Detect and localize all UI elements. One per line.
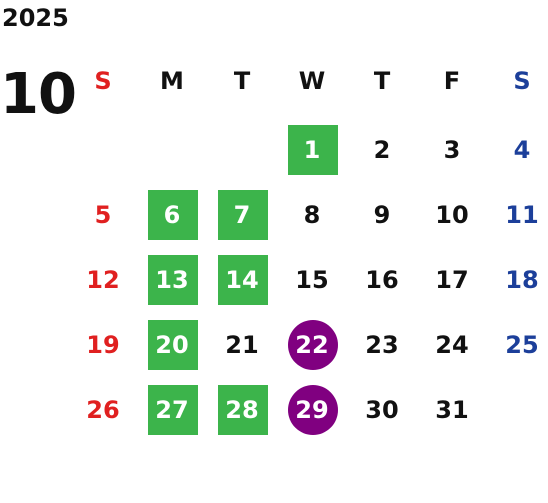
weekday-header-thu: T [373, 67, 391, 95]
day-cell-24[interactable]: 24 [422, 320, 482, 370]
day-number: 28 [225, 396, 259, 424]
day-cell-27[interactable]: 27 [142, 385, 202, 435]
day-number: 1 [303, 136, 321, 164]
day-number: 9 [373, 201, 391, 229]
weekday-header-wed: W [298, 67, 326, 95]
day-number: 27 [155, 396, 189, 424]
day-cell-28[interactable]: 28 [212, 385, 272, 435]
day-cell-16[interactable]: 16 [352, 255, 412, 305]
day-number: 16 [365, 266, 399, 294]
green-highlight [148, 385, 198, 435]
day-cell-13[interactable]: 13 [142, 255, 202, 305]
day-cell-3[interactable]: 3 [422, 125, 482, 175]
day-cell-10[interactable]: 10 [422, 190, 482, 240]
green-highlight [218, 385, 268, 435]
day-number: 22 [295, 331, 329, 359]
day-cell-25[interactable]: 25 [492, 320, 548, 370]
day-cell-4[interactable]: 4 [492, 125, 548, 175]
green-highlight [148, 255, 198, 305]
weekday-header-sun: S [94, 67, 112, 95]
day-number: 19 [86, 331, 120, 359]
day-cell-14[interactable]: 14 [212, 255, 272, 305]
day-cell-19[interactable]: 19 [73, 320, 133, 370]
day-cell-20[interactable]: 20 [142, 320, 202, 370]
day-cell-6[interactable]: 6 [142, 190, 202, 240]
day-number: 15 [295, 266, 329, 294]
day-cell-21[interactable]: 21 [212, 320, 272, 370]
green-highlight [148, 320, 198, 370]
day-number: 17 [435, 266, 469, 294]
weekday-header-sat: S [513, 67, 531, 95]
day-number: 6 [163, 201, 181, 229]
day-cell-29[interactable]: 29 [282, 385, 342, 435]
day-cell-9[interactable]: 9 [352, 190, 412, 240]
green-highlight [218, 255, 268, 305]
day-cell-2[interactable]: 2 [352, 125, 412, 175]
day-number: 14 [225, 266, 259, 294]
day-number: 26 [86, 396, 120, 424]
day-number: 25 [505, 331, 539, 359]
green-highlight [218, 190, 268, 240]
day-number: 4 [513, 136, 531, 164]
month-label: 10 [0, 62, 77, 127]
day-cell-17[interactable]: 17 [422, 255, 482, 305]
weekday-header-mon: M [160, 67, 184, 95]
day-number: 20 [155, 331, 189, 359]
day-cell-23[interactable]: 23 [352, 320, 412, 370]
day-number: 13 [155, 266, 189, 294]
day-cell-5[interactable]: 5 [73, 190, 133, 240]
day-number: 3 [443, 136, 461, 164]
day-number: 8 [303, 201, 321, 229]
green-highlight [148, 190, 198, 240]
day-number: 5 [94, 201, 112, 229]
day-number: 2 [373, 136, 391, 164]
green-highlight [288, 125, 338, 175]
day-cell-18[interactable]: 18 [492, 255, 548, 305]
day-cell-7[interactable]: 7 [212, 190, 272, 240]
day-cell-15[interactable]: 15 [282, 255, 342, 305]
day-cell-22[interactable]: 22 [282, 320, 342, 370]
purple-circle-highlight [288, 320, 338, 370]
day-cell-26[interactable]: 26 [73, 385, 133, 435]
day-number: 31 [435, 396, 469, 424]
day-number: 11 [505, 201, 539, 229]
day-number: 24 [435, 331, 469, 359]
day-number: 12 [86, 266, 120, 294]
year-label: 2025 [2, 4, 69, 32]
day-number: 30 [365, 396, 399, 424]
day-cell-30[interactable]: 30 [352, 385, 412, 435]
day-number: 18 [505, 266, 539, 294]
day-number: 29 [295, 396, 329, 424]
day-number: 23 [365, 331, 399, 359]
day-cell-12[interactable]: 12 [73, 255, 133, 305]
purple-circle-highlight [288, 385, 338, 435]
day-number: 21 [225, 331, 259, 359]
weekday-header-fri: F [443, 67, 461, 95]
weekday-header-tue: T [233, 67, 251, 95]
day-cell-11[interactable]: 11 [492, 190, 548, 240]
day-number: 7 [233, 201, 251, 229]
day-cell-1[interactable]: 1 [282, 125, 342, 175]
day-cell-8[interactable]: 8 [282, 190, 342, 240]
day-number: 10 [435, 201, 469, 229]
day-cell-31[interactable]: 31 [422, 385, 482, 435]
